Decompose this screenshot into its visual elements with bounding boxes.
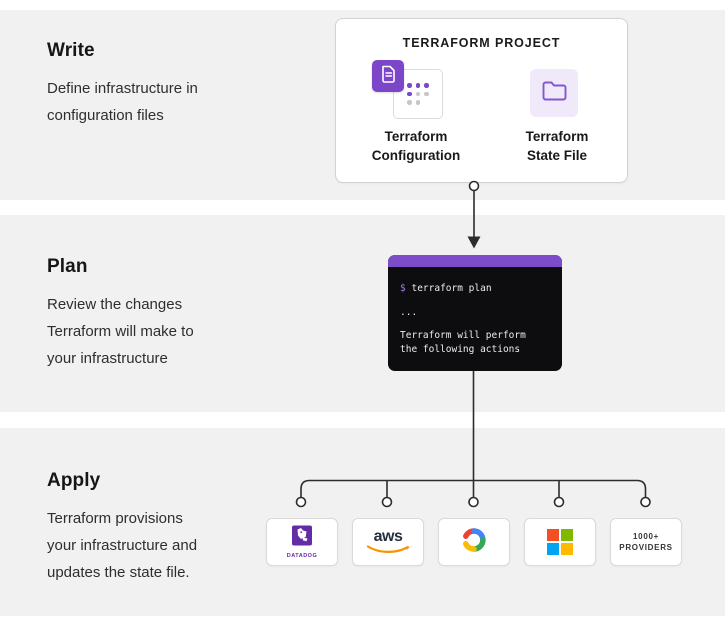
microsoft-square-blue (547, 542, 560, 555)
terraform-plan-terminal: $ terraform plan ... Terraform will perf… (388, 255, 562, 371)
config-files-tile (393, 69, 443, 119)
terminal-body: $ terraform plan ... Terraform will perf… (388, 267, 562, 371)
more-providers-label: PROVIDERS (619, 543, 673, 552)
provider-box-google-cloud (438, 518, 510, 566)
config-label-line: Terraform (384, 129, 448, 144)
write-description-line: configuration files (47, 107, 164, 124)
apply-title: Apply (47, 470, 101, 491)
dot (424, 83, 429, 88)
plan-band-background (0, 215, 725, 412)
terminal-command: terraform plan (411, 283, 492, 294)
write-step: Write Define infrastructure in configura… (47, 40, 277, 129)
plan-description-line: your infrastructure (47, 350, 168, 367)
dot (424, 100, 429, 105)
dots-grid-icon (407, 83, 429, 105)
dot (415, 91, 421, 97)
terminal-title-bar (388, 255, 562, 267)
aws-wordmark: aws (373, 528, 403, 545)
document-icon (380, 64, 397, 88)
aws-swoosh-icon (366, 545, 410, 553)
microsoft-square-green (560, 529, 573, 542)
plan-description-line: Review the changes (47, 296, 183, 313)
datadog-logo-icon (289, 525, 315, 552)
terminal-prompt: $ (400, 283, 406, 294)
more-providers-count: 1000+ (633, 532, 659, 541)
aws-logo-icon: aws (366, 529, 410, 555)
provider-box-microsoft (524, 518, 596, 566)
apply-step: Apply Terraform provisions your infrastr… (47, 470, 277, 586)
project-card-title: TERRAFORM PROJECT (402, 36, 561, 50)
state-file-label: Terraform State File (496, 127, 618, 165)
datadog-label: DATADOG (286, 553, 318, 559)
dot (407, 91, 412, 97)
apply-description-line: your infrastructure and (47, 537, 198, 554)
apply-description-line: updates the state file. (47, 564, 190, 581)
config-label: Terraform Configuration (355, 127, 477, 165)
dot (407, 100, 412, 105)
terminal-output-line: ... (400, 307, 418, 318)
terminal-command-line: $ terraform plan (400, 283, 492, 294)
terminal-output-line: Terraform will perform (400, 330, 526, 341)
microsoft-logo-icon (547, 529, 573, 555)
google-cloud-logo-icon (454, 525, 494, 560)
provider-box-aws: aws (352, 518, 424, 566)
state-file-label-line: Terraform (525, 129, 589, 144)
state-file-label-line: State File (526, 148, 588, 163)
dot (415, 100, 421, 105)
provider-box-more-providers: 1000+ PROVIDERS (610, 518, 682, 566)
microsoft-square-yellow (560, 542, 573, 555)
dot (415, 83, 421, 88)
microsoft-square-red (547, 529, 560, 542)
dot (424, 91, 429, 97)
apply-description-line: Terraform provisions (47, 510, 183, 527)
provider-box-datadog: DATADOG (266, 518, 338, 566)
dot (407, 83, 412, 88)
write-description-line: Define infrastructure in (47, 80, 198, 97)
state-file-tile (530, 69, 578, 117)
write-title: Write (47, 40, 95, 61)
folder-icon (541, 79, 568, 107)
terraform-project-card: TERRAFORM PROJECT Terraform Configuratio… (335, 18, 628, 183)
plan-step: Plan Review the changes Terraform will m… (47, 256, 277, 372)
plan-description-line: Terraform will make to (47, 323, 194, 340)
plan-title: Plan (47, 256, 88, 277)
config-label-line: Configuration (371, 148, 461, 163)
config-document-tile (372, 60, 404, 92)
terminal-output-line: the following actions (400, 344, 521, 355)
